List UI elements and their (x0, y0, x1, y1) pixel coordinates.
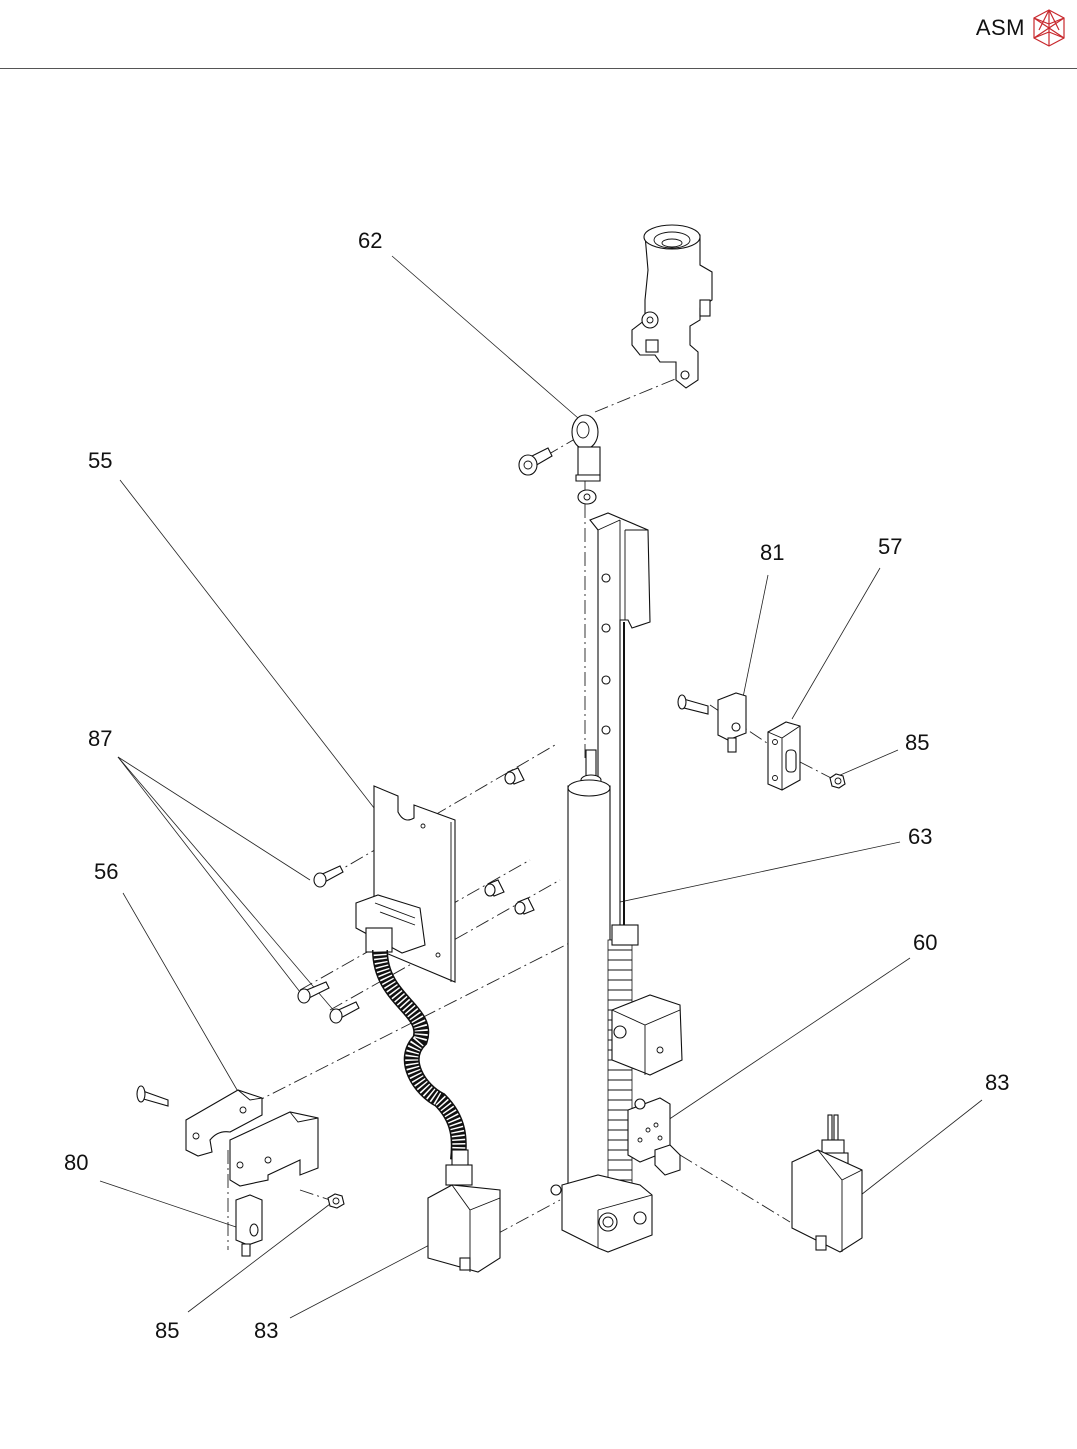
part-connector (355, 894, 426, 954)
leader-81 (739, 574, 769, 713)
page-header: ASM (0, 0, 1077, 70)
leader-62 (391, 255, 579, 419)
header-divider (0, 68, 1077, 69)
leader-63 (591, 841, 901, 909)
part-81-sensor (677, 692, 747, 753)
part-80-sensor (227, 1150, 263, 1257)
callout-60: 60 (913, 930, 938, 955)
leader-83b (851, 1099, 983, 1203)
callout-81: 81 (760, 540, 785, 565)
callout-63: 63 (908, 824, 933, 849)
part-cable-hose (372, 949, 467, 1161)
leader-57 (791, 567, 881, 720)
part-63-cylinder (567, 749, 611, 1197)
callout-85-left: 85 (155, 1318, 180, 1343)
part-83a-solenoid (427, 1149, 501, 1273)
part-56-clamp (136, 1085, 319, 1187)
leader-56 (122, 892, 241, 1096)
leader-87-a (117, 756, 311, 881)
part-57-bracket (767, 721, 801, 791)
part-85a-nut (829, 773, 846, 789)
part-base-block (550, 1174, 653, 1253)
callout-56: 56 (94, 859, 119, 884)
part-spacers (484, 767, 535, 915)
part-85b-nut (327, 1193, 345, 1209)
leader-80 (99, 1180, 237, 1228)
assembly-axes (229, 374, 836, 1236)
leader-87-c (117, 756, 336, 1013)
callout-83-left: 83 (254, 1318, 279, 1343)
part-83b-solenoid (791, 1114, 863, 1253)
part-87-screws (297, 865, 360, 1024)
asm-logo-icon (1031, 8, 1067, 48)
callout-55: 55 (88, 448, 113, 473)
callout-80: 80 (64, 1150, 89, 1175)
part-top-housing (631, 224, 713, 389)
leader-55 (119, 479, 389, 827)
brand: ASM (976, 8, 1067, 48)
callout-62: 62 (358, 228, 383, 253)
callout-87: 87 (88, 726, 113, 751)
callout-83-right: 83 (985, 1070, 1010, 1095)
brand-name: ASM (975, 15, 1025, 40)
leader-85a (837, 749, 899, 777)
part-60-valve (627, 1097, 681, 1176)
callout-57: 57 (878, 534, 903, 559)
part-62-rod-end (518, 414, 601, 505)
leader-87-b (117, 756, 301, 993)
leader-60 (667, 957, 911, 1121)
leader-85b (187, 1203, 331, 1313)
callout-85-right: 85 (905, 730, 930, 755)
part-carriage-block (611, 994, 683, 1076)
